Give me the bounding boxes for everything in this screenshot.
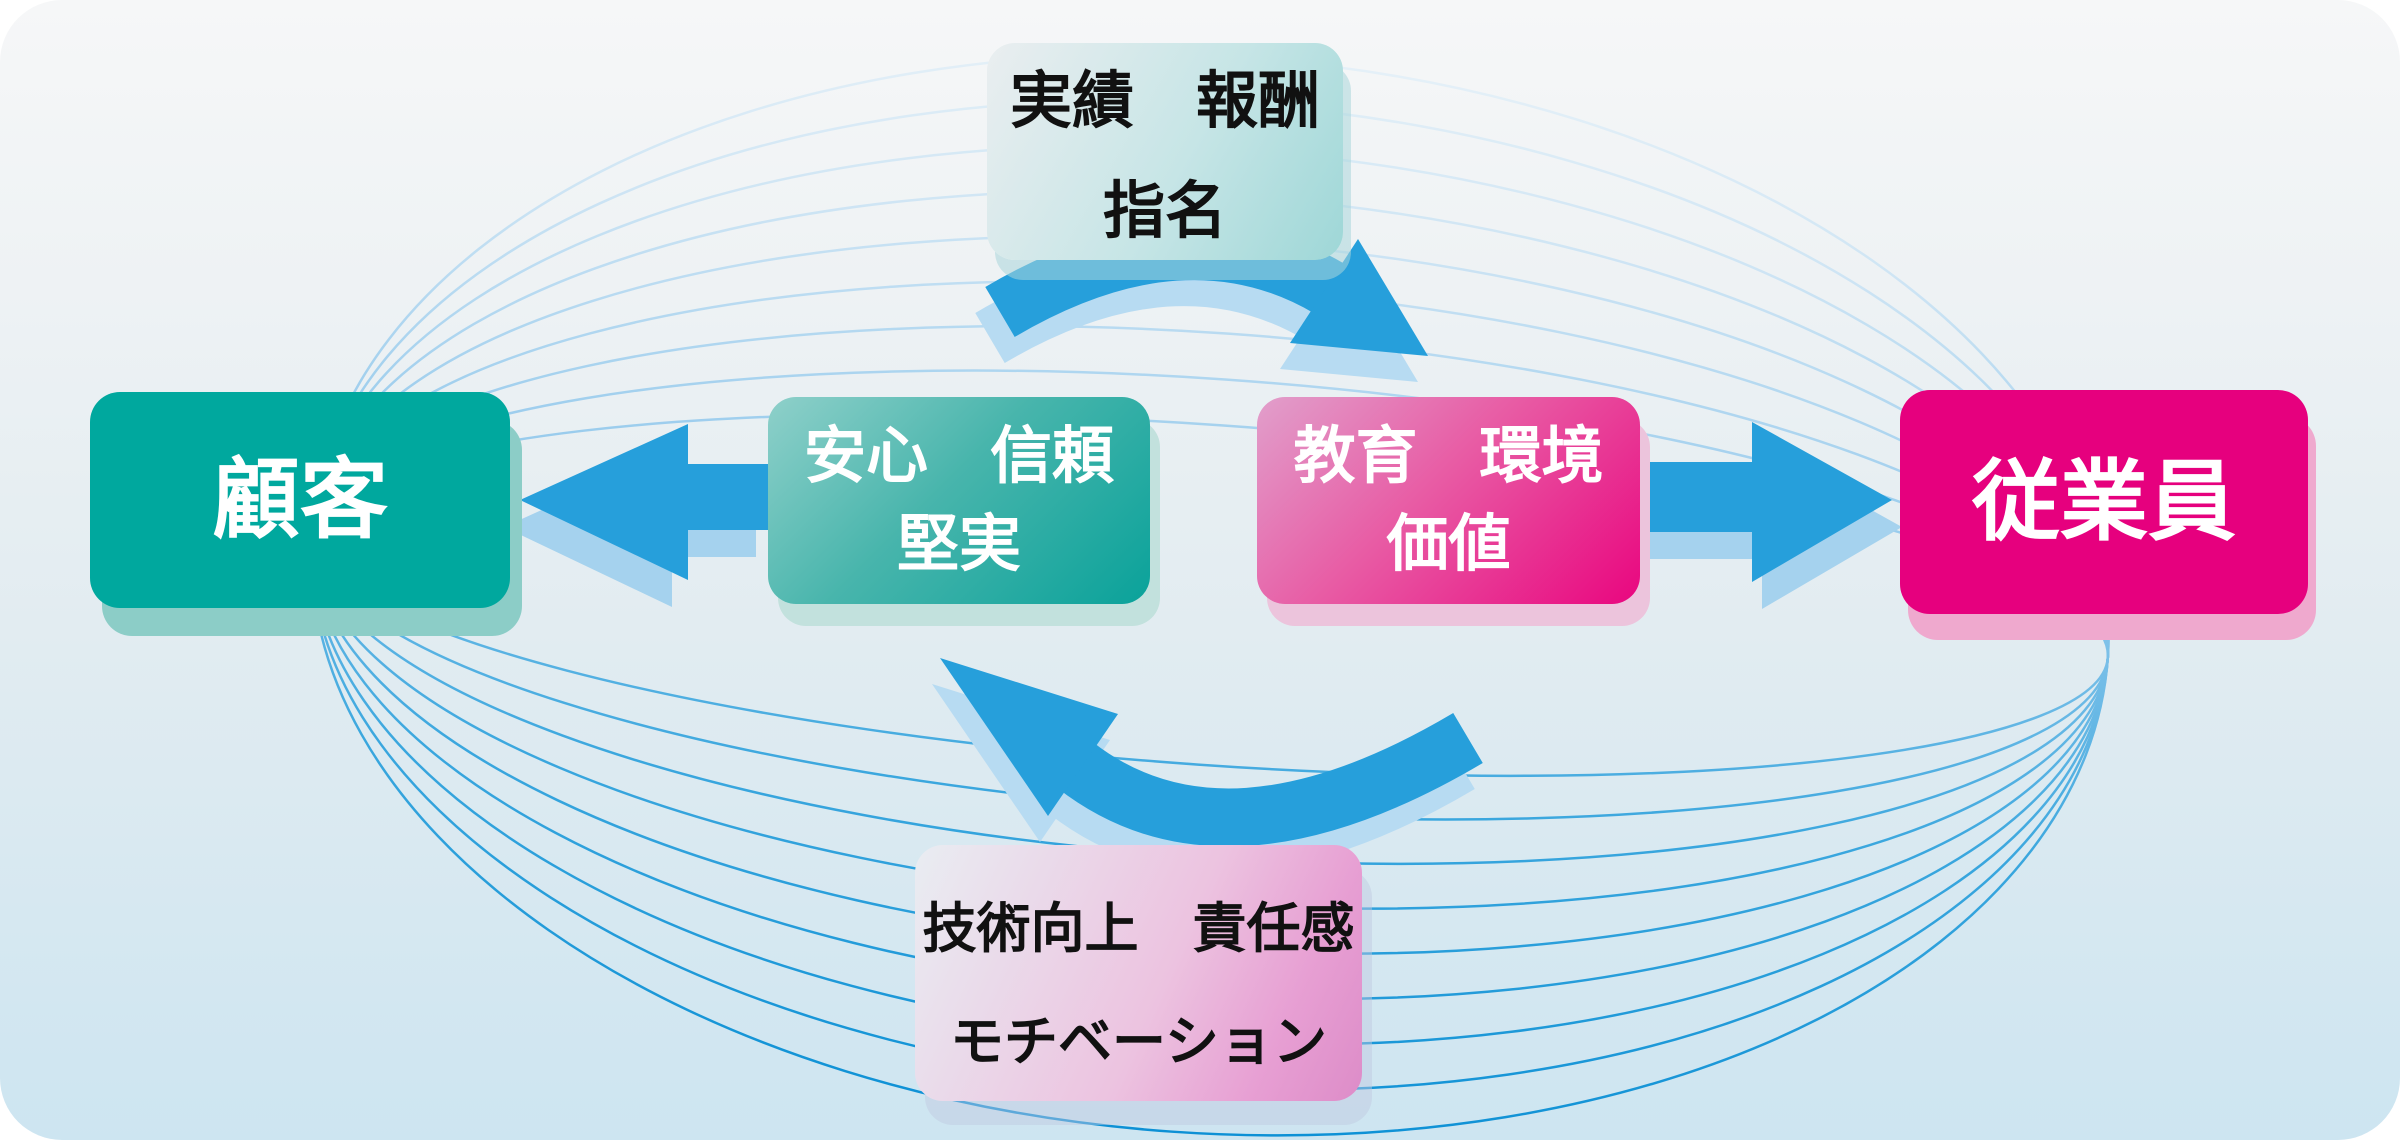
customer-label: 顧客: [211, 449, 388, 549]
employee-box: 従業員: [1900, 390, 2308, 614]
skill-motivation-box: 技術向上 責任感 モチベーション: [915, 845, 1362, 1101]
education-environment-line1: 教育 環境: [1293, 422, 1604, 492]
customer-box: 顧客: [90, 392, 510, 608]
results-reward-box: 実績 報酬 指名: [987, 43, 1343, 260]
skill-motivation-line2: モチベーション: [950, 1012, 1327, 1072]
skill-motivation-line1: 技術向上 責任感: [922, 899, 1355, 960]
arrow-to-employee: [1638, 422, 1902, 609]
assurance-trust-box: 安心 信頼 堅実: [768, 397, 1150, 604]
arrow-to-customer: [504, 424, 772, 607]
employee-label: 従業員: [1971, 451, 2236, 551]
assurance-trust-line2: 堅実: [896, 509, 1021, 579]
education-environment-box: 教育 環境 価値: [1257, 397, 1640, 604]
cycle-arrow-bottom: [932, 658, 1483, 873]
education-environment-line2: 価値: [1386, 509, 1511, 579]
results-reward-line1: 実績 報酬: [1009, 67, 1320, 137]
results-reward-line2: 指名: [1102, 176, 1227, 246]
assurance-trust-line1: 安心 信頼: [803, 422, 1114, 492]
cycle-arrow-top: [975, 222, 1428, 382]
